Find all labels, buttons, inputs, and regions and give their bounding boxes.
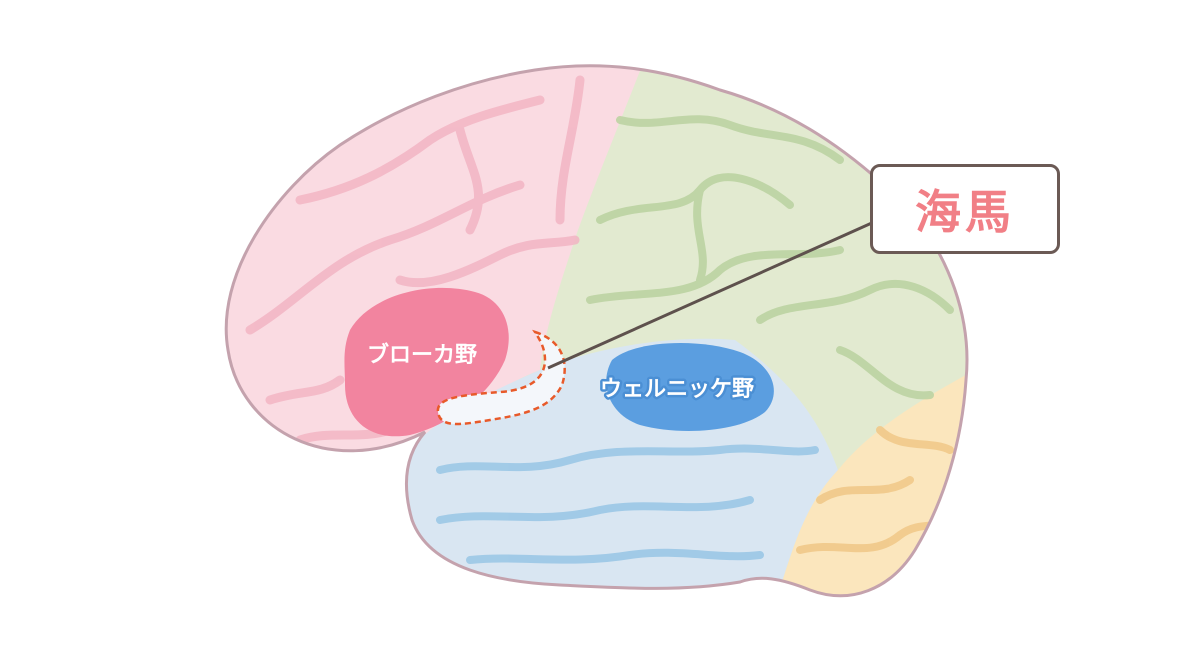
brain-outline xyxy=(224,64,969,598)
callout-leader-line xyxy=(547,220,875,370)
wernicke-label: ウェルニッケ野 xyxy=(600,377,754,402)
wernicke-area xyxy=(606,342,774,432)
hippocampus-callout: 海馬 xyxy=(870,164,1060,254)
broca-label: ブローカ野 xyxy=(367,342,477,368)
callout-label: 海馬 xyxy=(915,185,1015,239)
hippocampus-area xyxy=(436,329,566,426)
